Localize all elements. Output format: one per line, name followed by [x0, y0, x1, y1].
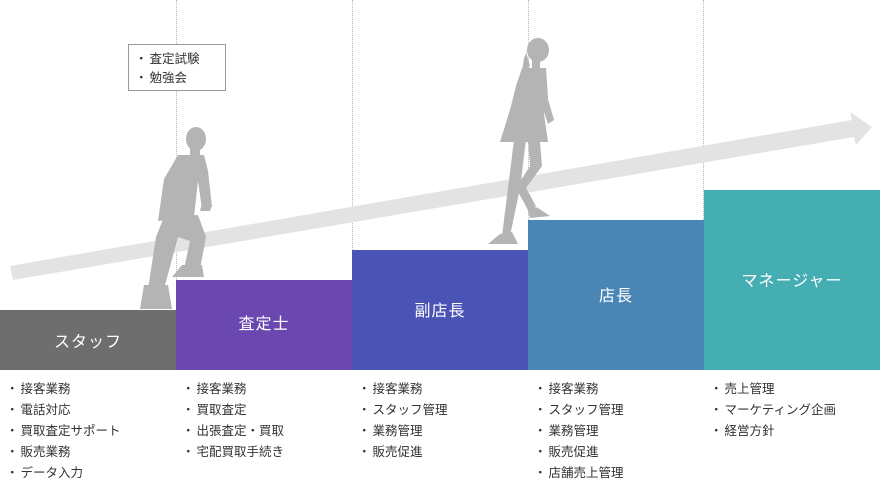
step-title: 副店長 [414, 297, 465, 321]
callout-item: 勉強会 [135, 68, 225, 87]
task-item: 電話対応 [6, 399, 121, 420]
task-list-assistant-manager: 接客業務 スタッフ管理 業務管理 販売促進 [358, 378, 448, 462]
task-item: 買取査定サポート [6, 420, 121, 441]
task-item: 買取査定 [182, 399, 284, 420]
task-item: 出張査定・買取 [182, 420, 284, 441]
task-list-appraiser: 接客業務 買取査定 出張査定・買取 宅配買取手続き [182, 378, 284, 462]
task-item: 接客業務 [182, 378, 284, 399]
task-item: 業務管理 [534, 420, 624, 441]
step-title: 査定士 [238, 310, 289, 334]
task-item: 販売促進 [358, 441, 448, 462]
step-title: 店長 [599, 282, 633, 306]
task-item: 売上管理 [710, 378, 836, 399]
task-item: 販売業務 [6, 441, 121, 462]
task-list-staff: 接客業務 電話対応 買取査定サポート 販売業務 データ入力 [6, 378, 121, 483]
woman-silhouette-icon [486, 38, 558, 248]
step-title: スタッフ [54, 328, 122, 352]
task-item: 業務管理 [358, 420, 448, 441]
task-item: 接客業務 [358, 378, 448, 399]
task-list-manager: 売上管理 マーケティング企画 経営方針 [710, 378, 836, 441]
task-item: 販売促進 [534, 441, 624, 462]
step-title: マネージャー [742, 267, 843, 291]
task-item: 接客業務 [6, 378, 121, 399]
training-callout: 査定試験 勉強会 [128, 44, 226, 91]
task-item: 経営方針 [710, 420, 836, 441]
step-staff: スタッフ [0, 310, 176, 370]
step-assistant-manager: 副店長 [352, 250, 528, 370]
task-list-store-manager: 接客業務 スタッフ管理 業務管理 販売促進 店舗売上管理 [534, 378, 624, 483]
task-item: マーケティング企画 [710, 399, 836, 420]
task-item: 宅配買取手続き [182, 441, 284, 462]
task-item: スタッフ管理 [534, 399, 624, 420]
callout-item: 査定試験 [135, 49, 225, 68]
task-item: 接客業務 [534, 378, 624, 399]
task-item: スタッフ管理 [358, 399, 448, 420]
man-silhouette-icon [138, 125, 216, 311]
step-manager: マネージャー [704, 190, 880, 370]
